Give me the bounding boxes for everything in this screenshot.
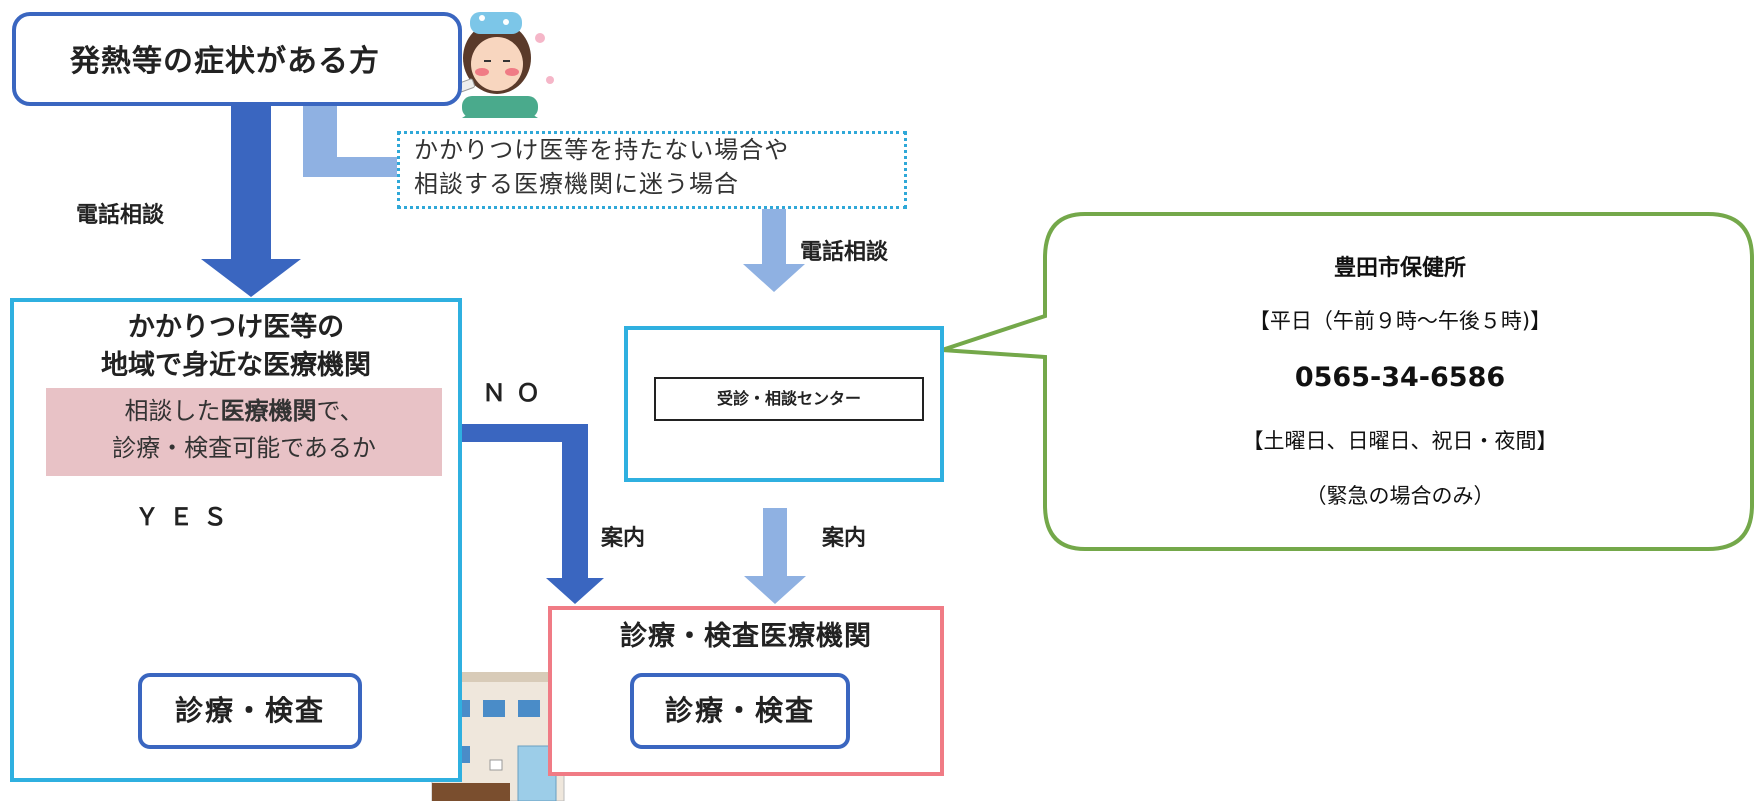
holiday-hours: 【土曜日、日曜日、祝日・夜間】	[1242, 429, 1558, 453]
phone-consult-label-left: 電話相談	[76, 203, 165, 228]
arrow-no	[443, 424, 604, 604]
question-line-2: 診療・検査可能であるか	[112, 434, 376, 462]
consultation-center-label: 受診・相談センター	[654, 377, 924, 421]
exam-institution-title: 診療・検査医療機関	[620, 621, 872, 652]
no-family-doctor-note	[397, 131, 907, 209]
family-doctor-title-line1: かかりつけ医等の	[127, 312, 345, 343]
yes-label: ＹＥＳ	[135, 503, 237, 531]
guidance-label-right: 案内	[822, 526, 867, 551]
question-suffix: で、	[316, 397, 364, 425]
exam-box-left: 診療・検査	[138, 673, 362, 749]
note-line-2: 相談する医療機関に迷う場合	[414, 170, 739, 198]
note-line-1: かかりつけ医等を持たない場合や	[414, 136, 790, 164]
connector-top-to-note	[303, 106, 397, 177]
health-center-name: 豊田市保健所	[1333, 256, 1466, 281]
symptom-title: 発熱等の症状がある方	[70, 44, 380, 79]
question-bold: 医療機関	[220, 397, 317, 425]
question-prefix: 相談した	[124, 397, 221, 425]
arrow-note-to-center	[743, 209, 805, 292]
emergency-note: （緊急の場合のみ）	[1305, 484, 1495, 508]
patient-illustration-icon	[441, 12, 554, 118]
family-doctor-title-line2: 地域で身近な医療機関	[101, 350, 371, 381]
phone-consult-label-right: 電話相談	[800, 240, 889, 265]
question-text: 相談した医療機関で、 診療・検査可能であるか	[46, 393, 442, 467]
speech-bubble	[941, 212, 1754, 551]
phone-number: 0565-34-6586	[1294, 362, 1506, 393]
question-box	[46, 388, 442, 476]
no-label: ＮＯ	[482, 379, 550, 407]
weekday-hours: 【平日（午前９時～午後５時)】	[1248, 309, 1552, 333]
question-line-1: 相談した医療機関で、	[46, 393, 442, 430]
exam-box-right: 診療・検査	[630, 673, 850, 749]
arrow-center-to-exam	[744, 508, 806, 604]
arrow-top-to-kakaritsuke	[201, 106, 301, 297]
guidance-label-left: 案内	[601, 526, 646, 551]
family-doctor-title: かかりつけ医等の 地域で身近な医療機関	[10, 309, 462, 385]
symptom-box	[12, 12, 462, 106]
no-family-doctor-text: かかりつけ医等を持たない場合や 相談する医療機関に迷う場合	[414, 133, 789, 201]
